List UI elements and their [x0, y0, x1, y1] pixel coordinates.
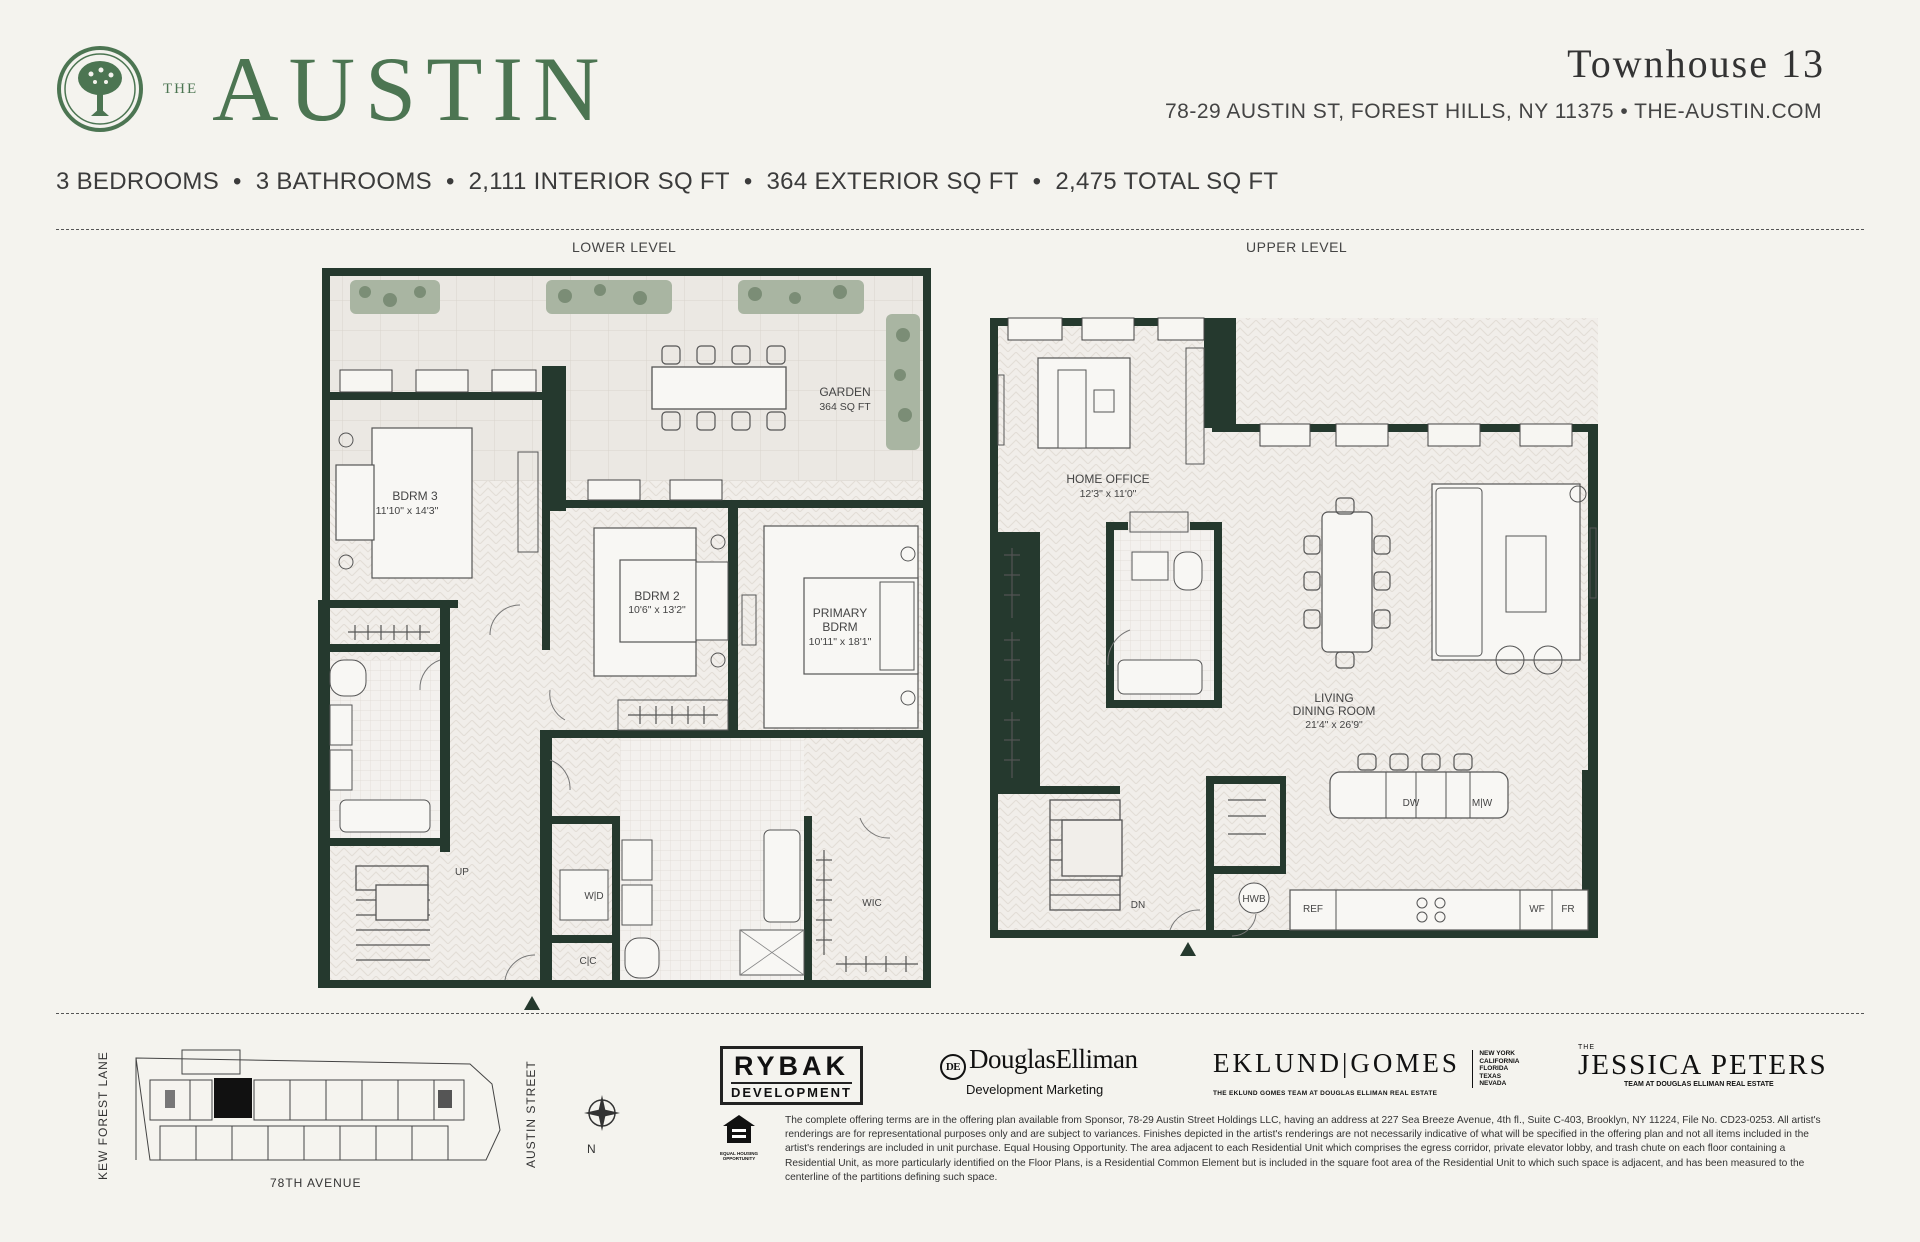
primary-label-1: PRIMARY — [813, 606, 867, 620]
bdrm3-size: 11'10" x 14'3" — [376, 505, 439, 517]
keyplan-south-label: 78TH AVENUE — [270, 1176, 362, 1190]
upper-level-plan — [990, 317, 1598, 956]
keyplan-east-label: AUSTIN STREET — [524, 1060, 538, 1168]
jp-line2: TEAM AT DOUGLAS ELLIMAN REAL ESTATE — [1624, 1081, 1774, 1088]
living-label-1: LIVING — [1314, 691, 1353, 705]
primary-size: 10'11" x 18'1" — [809, 636, 872, 648]
stat-bathrooms: 3 BATHROOMS — [255, 168, 432, 195]
eg-states: NEW YORK CALIFORNIA FLORIDA TEXAS NEVADA — [1472, 1050, 1519, 1088]
rybak-line1: RYBAK — [733, 1051, 849, 1081]
garden-table — [651, 366, 787, 410]
entry-arrow-icon — [524, 996, 540, 1010]
unit-stats: 3 BEDROOMS • 3 BATHROOMS • 2,111 INTERIO… — [56, 168, 1278, 196]
lower-stairs — [355, 865, 430, 961]
eklund-gomes-logo: EKLUND|GOMES NEW YORK CALIFORNIA FLORIDA… — [1213, 1048, 1519, 1097]
bdrm2-size: 10'6" x 13'2" — [628, 604, 686, 616]
stat-exterior: 364 EXTERIOR SQ FT — [766, 168, 1019, 195]
de-line1: DouglasElliman — [969, 1044, 1138, 1074]
coffee-table — [1505, 535, 1547, 613]
stat-separator: • — [1032, 168, 1042, 195]
stairs-up-label: UP — [455, 867, 469, 878]
rybak-line2: DEVELOPMENT — [731, 1082, 852, 1100]
stat-interior: 2,111 INTERIOR SQ FT — [468, 168, 730, 195]
lower-level-plan — [318, 268, 931, 1010]
compass-icon — [584, 1095, 620, 1131]
stat-separator: • — [743, 168, 753, 195]
wic-label: WIC — [862, 898, 881, 909]
stat-separator: • — [233, 168, 242, 195]
planter — [546, 280, 672, 314]
de-line2: Development Marketing — [966, 1082, 1104, 1097]
keyplan-west-label: KEW FOREST LANE — [96, 1051, 110, 1180]
eg-line1: EKLUND|GOMES — [1213, 1048, 1460, 1078]
eho-text: EQUAL HOUSING OPPORTUNITY — [720, 1151, 758, 1161]
bdrm3-bed — [371, 427, 473, 579]
living-size: 21'4" x 26'9" — [1305, 719, 1363, 731]
dining-table — [1321, 511, 1373, 653]
bdrm3-label: BDRM 3 — [392, 489, 438, 503]
rybak-logo: RYBAK DEVELOPMENT — [720, 1046, 863, 1105]
eg-state: CALIFORNIA — [1479, 1057, 1520, 1065]
jp-line0: THE — [1578, 1044, 1595, 1051]
coat-closet-label: C|C — [579, 956, 596, 967]
stat-bedrooms: 3 BEDROOMS — [56, 168, 220, 195]
logo-the: THE — [163, 80, 199, 97]
equal-housing-logo: EQUAL HOUSING OPPORTUNITY — [720, 1114, 758, 1161]
eg-line2: THE EKLUND GOMES TEAM AT DOUGLAS ELLIMAN… — [1213, 1089, 1438, 1097]
planter — [738, 280, 864, 314]
sofa — [1435, 487, 1483, 657]
bdrm2-label: BDRM 2 — [634, 589, 680, 603]
garden-size: 364 SQ FT — [819, 401, 871, 413]
logo-austin: AUSTIN — [212, 38, 610, 140]
wine-fridge-label: WF — [1529, 904, 1545, 915]
hwb-label: HWB — [1242, 894, 1266, 905]
eg-state: TEXAS — [1479, 1072, 1502, 1080]
unit-location-highlight — [214, 1078, 252, 1118]
keyplan-north-label: N — [587, 1142, 597, 1156]
refrigerator-label: REF — [1303, 904, 1323, 915]
dishwasher-label: DW — [1403, 798, 1420, 809]
eg-state: NEVADA — [1479, 1080, 1507, 1087]
bdrm2-bed — [619, 559, 697, 643]
stairs-down-label: DN — [1131, 900, 1145, 911]
washer-dryer-label: W|D — [584, 891, 603, 902]
jessica-peters-logo: THE JESSICA PETERS TEAM AT DOUGLAS ELLIM… — [1578, 1044, 1828, 1088]
stat-total: 2,475 TOTAL SQ FT — [1055, 168, 1279, 195]
house-icon — [723, 1115, 755, 1143]
jp-line1: JESSICA PETERS — [1578, 1049, 1828, 1081]
tree-logo-icon — [57, 46, 143, 132]
office-label: HOME OFFICE — [1066, 472, 1149, 486]
primary-label-2: BDRM — [822, 620, 857, 634]
garden-label: GARDEN — [819, 385, 870, 399]
de-mark-icon: DE — [940, 1054, 966, 1080]
living-label-2: DINING ROOM — [1293, 704, 1376, 718]
lower-level-label: LOWER LEVEL — [572, 239, 677, 255]
legal-disclaimer: The complete offering terms are in the o… — [785, 1115, 1821, 1183]
microwave-label: M|W — [1472, 798, 1493, 809]
stat-separator: • — [445, 168, 455, 195]
upper-stairs — [1049, 799, 1123, 911]
divider-bottom — [56, 1013, 1864, 1014]
upper-level-label: UPPER LEVEL — [1246, 239, 1348, 255]
kitchen-island — [1329, 771, 1509, 819]
divider-top — [56, 229, 1864, 230]
kitchen-counter — [1289, 889, 1589, 931]
brand-logo: THE AUSTIN — [55, 38, 610, 140]
unit-title: Townhouse 13 — [1567, 41, 1825, 86]
entry-arrow-icon — [1180, 942, 1196, 956]
freezer-label: FR — [1561, 904, 1574, 915]
unit-address: 78-29 AUSTIN ST, FOREST HILLS, NY 11375 … — [1165, 100, 1822, 123]
eg-state: FLORIDA — [1479, 1065, 1509, 1072]
eg-state: NEW YORK — [1479, 1050, 1515, 1057]
office-size: 12'3" x 11'0" — [1080, 488, 1137, 500]
key-plan — [135, 1049, 620, 1161]
